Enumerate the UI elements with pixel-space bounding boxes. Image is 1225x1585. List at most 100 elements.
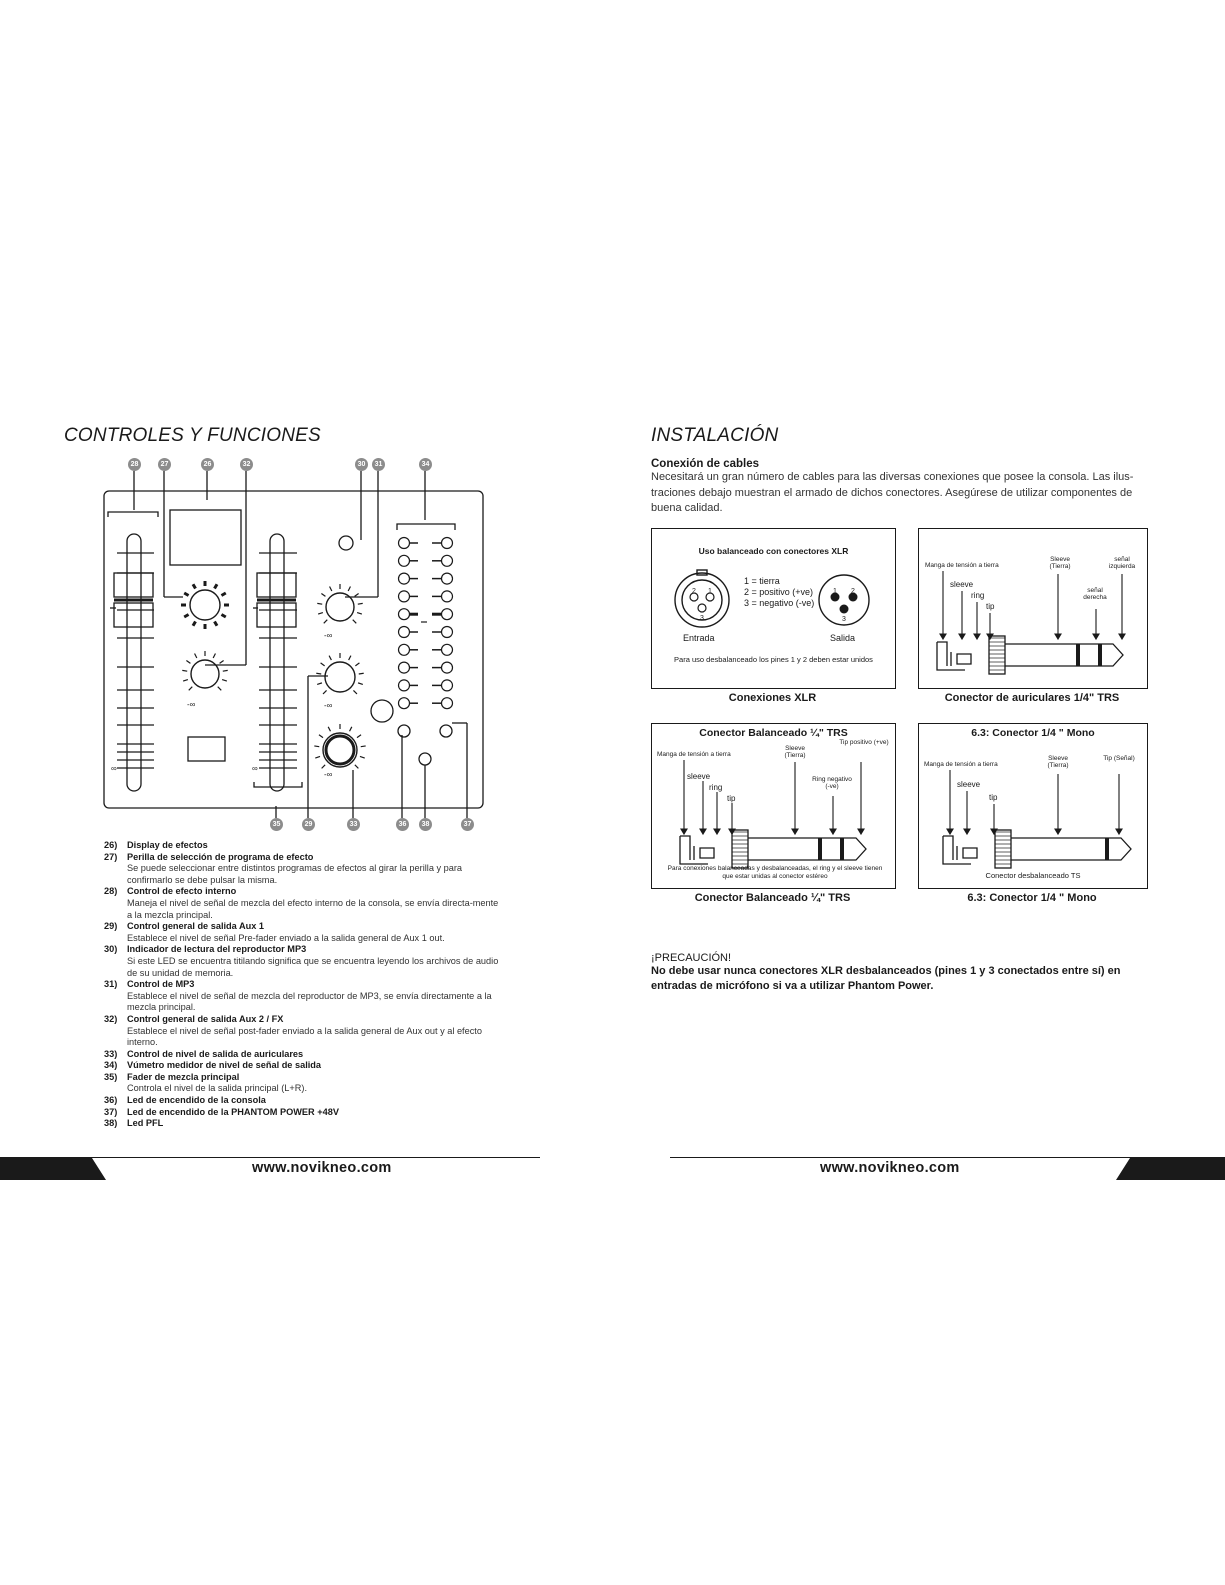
mono-note: Conector desbalanceado TS <box>985 871 1081 880</box>
control-item-title: Control de MP3 <box>127 979 195 990</box>
knob-scale-tick <box>321 764 326 769</box>
meter-led-left <box>397 697 411 710</box>
xlr-note: Para uso desbalanceado los pines 1 y 2 d… <box>674 655 873 664</box>
inf-label-1: -∞ <box>187 700 196 709</box>
knob-scale-tick <box>315 755 321 759</box>
knob-scale-tick <box>212 653 216 659</box>
control-item: 37)Led de encendido de la PHANTOM POWER … <box>104 1107 504 1119</box>
caution-heading: ¡PRECAUCIÓN! <box>651 952 732 964</box>
control-item-description: Controla el nivel de la salida principal… <box>127 1083 308 1094</box>
control-item: 35)Fader de mezcla principal <box>104 1072 504 1084</box>
knob-scale-tick <box>318 734 324 739</box>
trs-sleeve-tierra: Sleeve (Tierra) <box>784 745 806 759</box>
mono-diagram: 6.3: Conector 1/4 " Mono Manga de tensió… <box>918 723 1148 889</box>
mono-caption: 6.3: Conector 1/4 " Mono <box>967 892 1097 904</box>
control-item: 36)Led de encendido de la consola <box>104 1095 504 1107</box>
meter-led-right <box>440 625 454 639</box>
knob-scale-tick <box>355 662 360 667</box>
caution-text: No debe usar nunca conectores XLR desbal… <box>651 965 1121 992</box>
control-item: 38)Led PFL <box>104 1118 504 1130</box>
hp-sleeve-tierra: Sleeve (Tierra) <box>1049 556 1071 570</box>
inf-label-4: -∞ <box>324 770 333 779</box>
program-knob-segment <box>213 583 219 590</box>
control-item: 30)Indicador de lectura del reproductor … <box>104 944 504 956</box>
knob-scale-tick <box>359 755 365 759</box>
intro-paragraph: Necesitará un gran número de cables para… <box>651 471 1134 514</box>
control-item-description: Se puede seleccionar entre distintos pro… <box>127 863 463 885</box>
knob-scale-tick <box>316 672 322 675</box>
trs-manga: Manga de tensión a tierra <box>657 751 731 758</box>
trs-caption: Conector Balanceado ¼" TRS <box>694 892 851 904</box>
xlr-pin1: 1 = tierra <box>744 576 780 586</box>
mono-sleeve: sleeve <box>957 780 981 789</box>
right-footer-url[interactable]: www.novikneo.com <box>820 1160 960 1176</box>
meter-led-left <box>397 679 411 692</box>
xlr-heading: Uso balanceado con conectores XLR <box>698 546 849 556</box>
meter-led-right <box>440 608 454 621</box>
meter-led-left <box>397 590 411 603</box>
control-item: 29)Control general de salida Aux 1 <box>104 921 504 933</box>
control-item-number: 36) <box>104 1095 118 1106</box>
control-item-number: 34) <box>104 1060 118 1071</box>
control-item-description: Si este LED se encuentra titilando signi… <box>127 955 499 978</box>
program-knob-segment <box>220 613 227 619</box>
knob-scale-tick <box>188 686 193 691</box>
mono-heading: 6.3: Conector 1/4 " Mono <box>971 727 1095 739</box>
meter-led-left <box>397 643 411 656</box>
mono-sleeve-tierra: Sleeve (Tierra) <box>1047 755 1069 769</box>
plug-collar <box>994 829 1012 869</box>
knob-scale-tick <box>356 734 362 739</box>
knob-scale-tick <box>182 678 189 682</box>
control-item-number: 31) <box>104 979 118 990</box>
knob-scale-tick <box>194 653 198 659</box>
plug-shaft <box>748 837 867 861</box>
callout-36: 36 <box>396 818 409 831</box>
knob-scale-tick <box>217 686 222 691</box>
plug-shaft <box>1005 643 1124 667</box>
control-item-title: Control de efecto interno <box>127 886 237 897</box>
knob-scale-tick <box>357 682 364 685</box>
control-item: 33) Control de nivel de salida de auricul… <box>104 1049 504 1061</box>
rotary-knob <box>322 732 358 768</box>
knob-scale-tick <box>329 586 333 592</box>
trs-plug-drawing <box>679 760 867 869</box>
rotary-knob <box>190 659 220 689</box>
rotary-knob-ring <box>324 734 356 766</box>
meter-led-left <box>397 608 411 621</box>
pointer-arrowhead <box>939 633 947 641</box>
control-item-title: Led de encendido de la PHANTOM POWER +48… <box>127 1106 339 1117</box>
trs-note: Para conexiones balanceadas y desbalance… <box>667 865 883 880</box>
knob-scale-tick <box>322 690 327 695</box>
plug-collar <box>731 829 749 869</box>
knob-scale-tick <box>354 592 359 597</box>
control-item-title: Control general de salida Aux 1 <box>127 921 264 932</box>
pointer-arrowhead <box>946 828 954 836</box>
callout-30: 30 <box>355 458 368 471</box>
control-item-number: 30) <box>104 944 118 955</box>
hp-plug-drawing <box>936 571 1126 675</box>
knob-scale-tick <box>317 611 324 615</box>
control-item-title: Control de nivel de salida de auriculare… <box>127 1048 304 1059</box>
control-item-title: Display de efectos <box>127 840 208 850</box>
meter-led-left <box>397 572 411 585</box>
knob-scale-tick <box>317 602 323 605</box>
right-page-title: INSTALACIÓN <box>651 425 779 446</box>
left-footer-url[interactable]: www.novikneo.com <box>252 1160 392 1176</box>
meter-led-right <box>440 679 454 692</box>
meter-led-right <box>440 536 454 550</box>
pointer-arrowhead <box>1054 828 1062 836</box>
knob-scale-tick <box>347 586 351 592</box>
control-item-number: 33) <box>104 1048 118 1059</box>
rotary-knob <box>325 592 355 622</box>
trs-ring: ring <box>709 783 723 792</box>
pointer-arrowhead <box>857 828 865 836</box>
plug-solder-lugs <box>942 835 978 865</box>
pointer-arrowhead <box>728 828 736 836</box>
meter-led-right <box>440 572 454 585</box>
program-knob-segment <box>191 583 197 590</box>
control-item: 27)Perilla de selección de programa de e… <box>104 852 504 864</box>
control-item-title: Control general de salida Aux 2 / FX <box>127 1013 284 1024</box>
pointer-arrowhead <box>973 633 981 641</box>
svg-text:2: 2 <box>692 588 696 595</box>
